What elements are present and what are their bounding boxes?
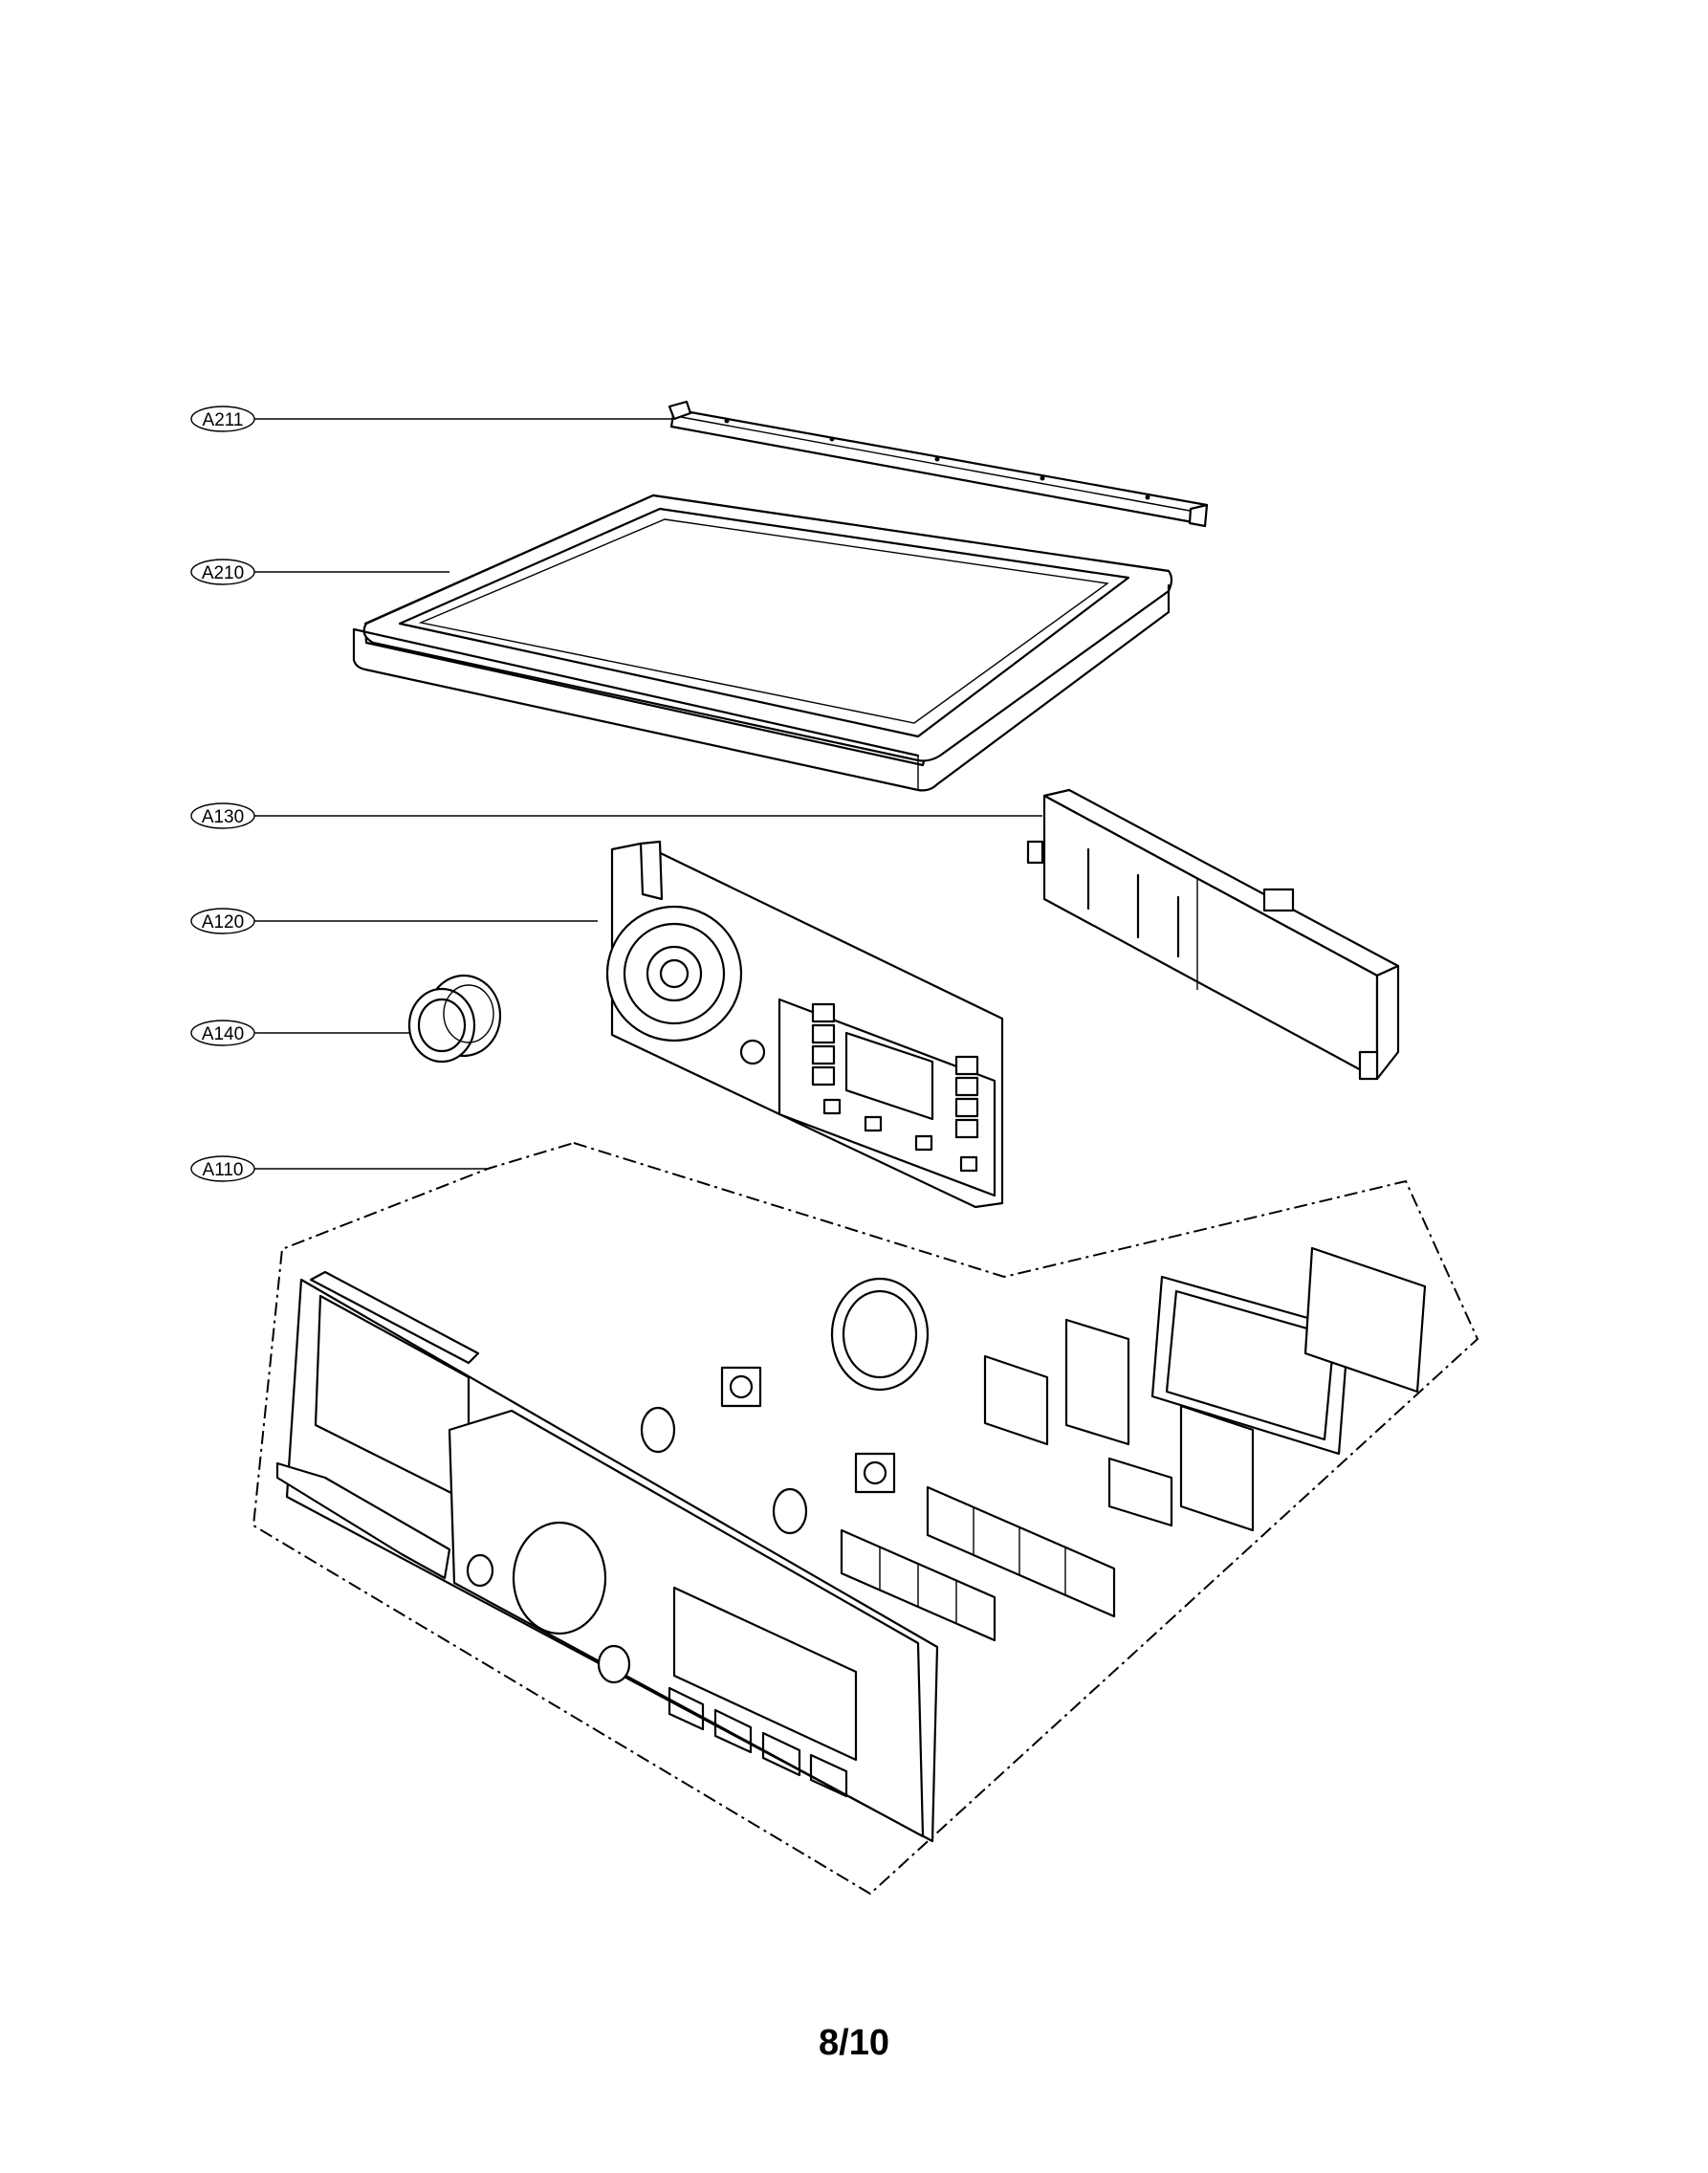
part-a120-control-frame bbox=[605, 840, 1004, 1209]
callout-a140[interactable]: A140 bbox=[190, 1020, 421, 1046]
callout-a210[interactable]: A210 bbox=[190, 559, 449, 585]
part-a110-front-panel-assembly bbox=[252, 1141, 1479, 1896]
callout-label: A120 bbox=[202, 912, 244, 933]
page-number: 8/10 bbox=[819, 2023, 889, 2063]
callout-label: A211 bbox=[203, 410, 244, 430]
part-a210-top-frame bbox=[352, 494, 1173, 792]
callout-label: A140 bbox=[202, 1024, 244, 1044]
callout-a211[interactable]: A211 bbox=[190, 406, 674, 432]
part-a211-hinge-bar bbox=[668, 400, 1209, 528]
callout-label: A210 bbox=[202, 563, 244, 583]
callout-label: A110 bbox=[203, 1160, 244, 1180]
callout-label: A130 bbox=[202, 807, 244, 827]
callout-a130[interactable]: A130 bbox=[190, 802, 1042, 829]
callout-a110[interactable]: A110 bbox=[190, 1155, 488, 1182]
callout-a120[interactable]: A120 bbox=[190, 908, 598, 934]
part-a140-knob bbox=[407, 974, 502, 1064]
part-a130-pcb-box bbox=[1026, 788, 1400, 1081]
